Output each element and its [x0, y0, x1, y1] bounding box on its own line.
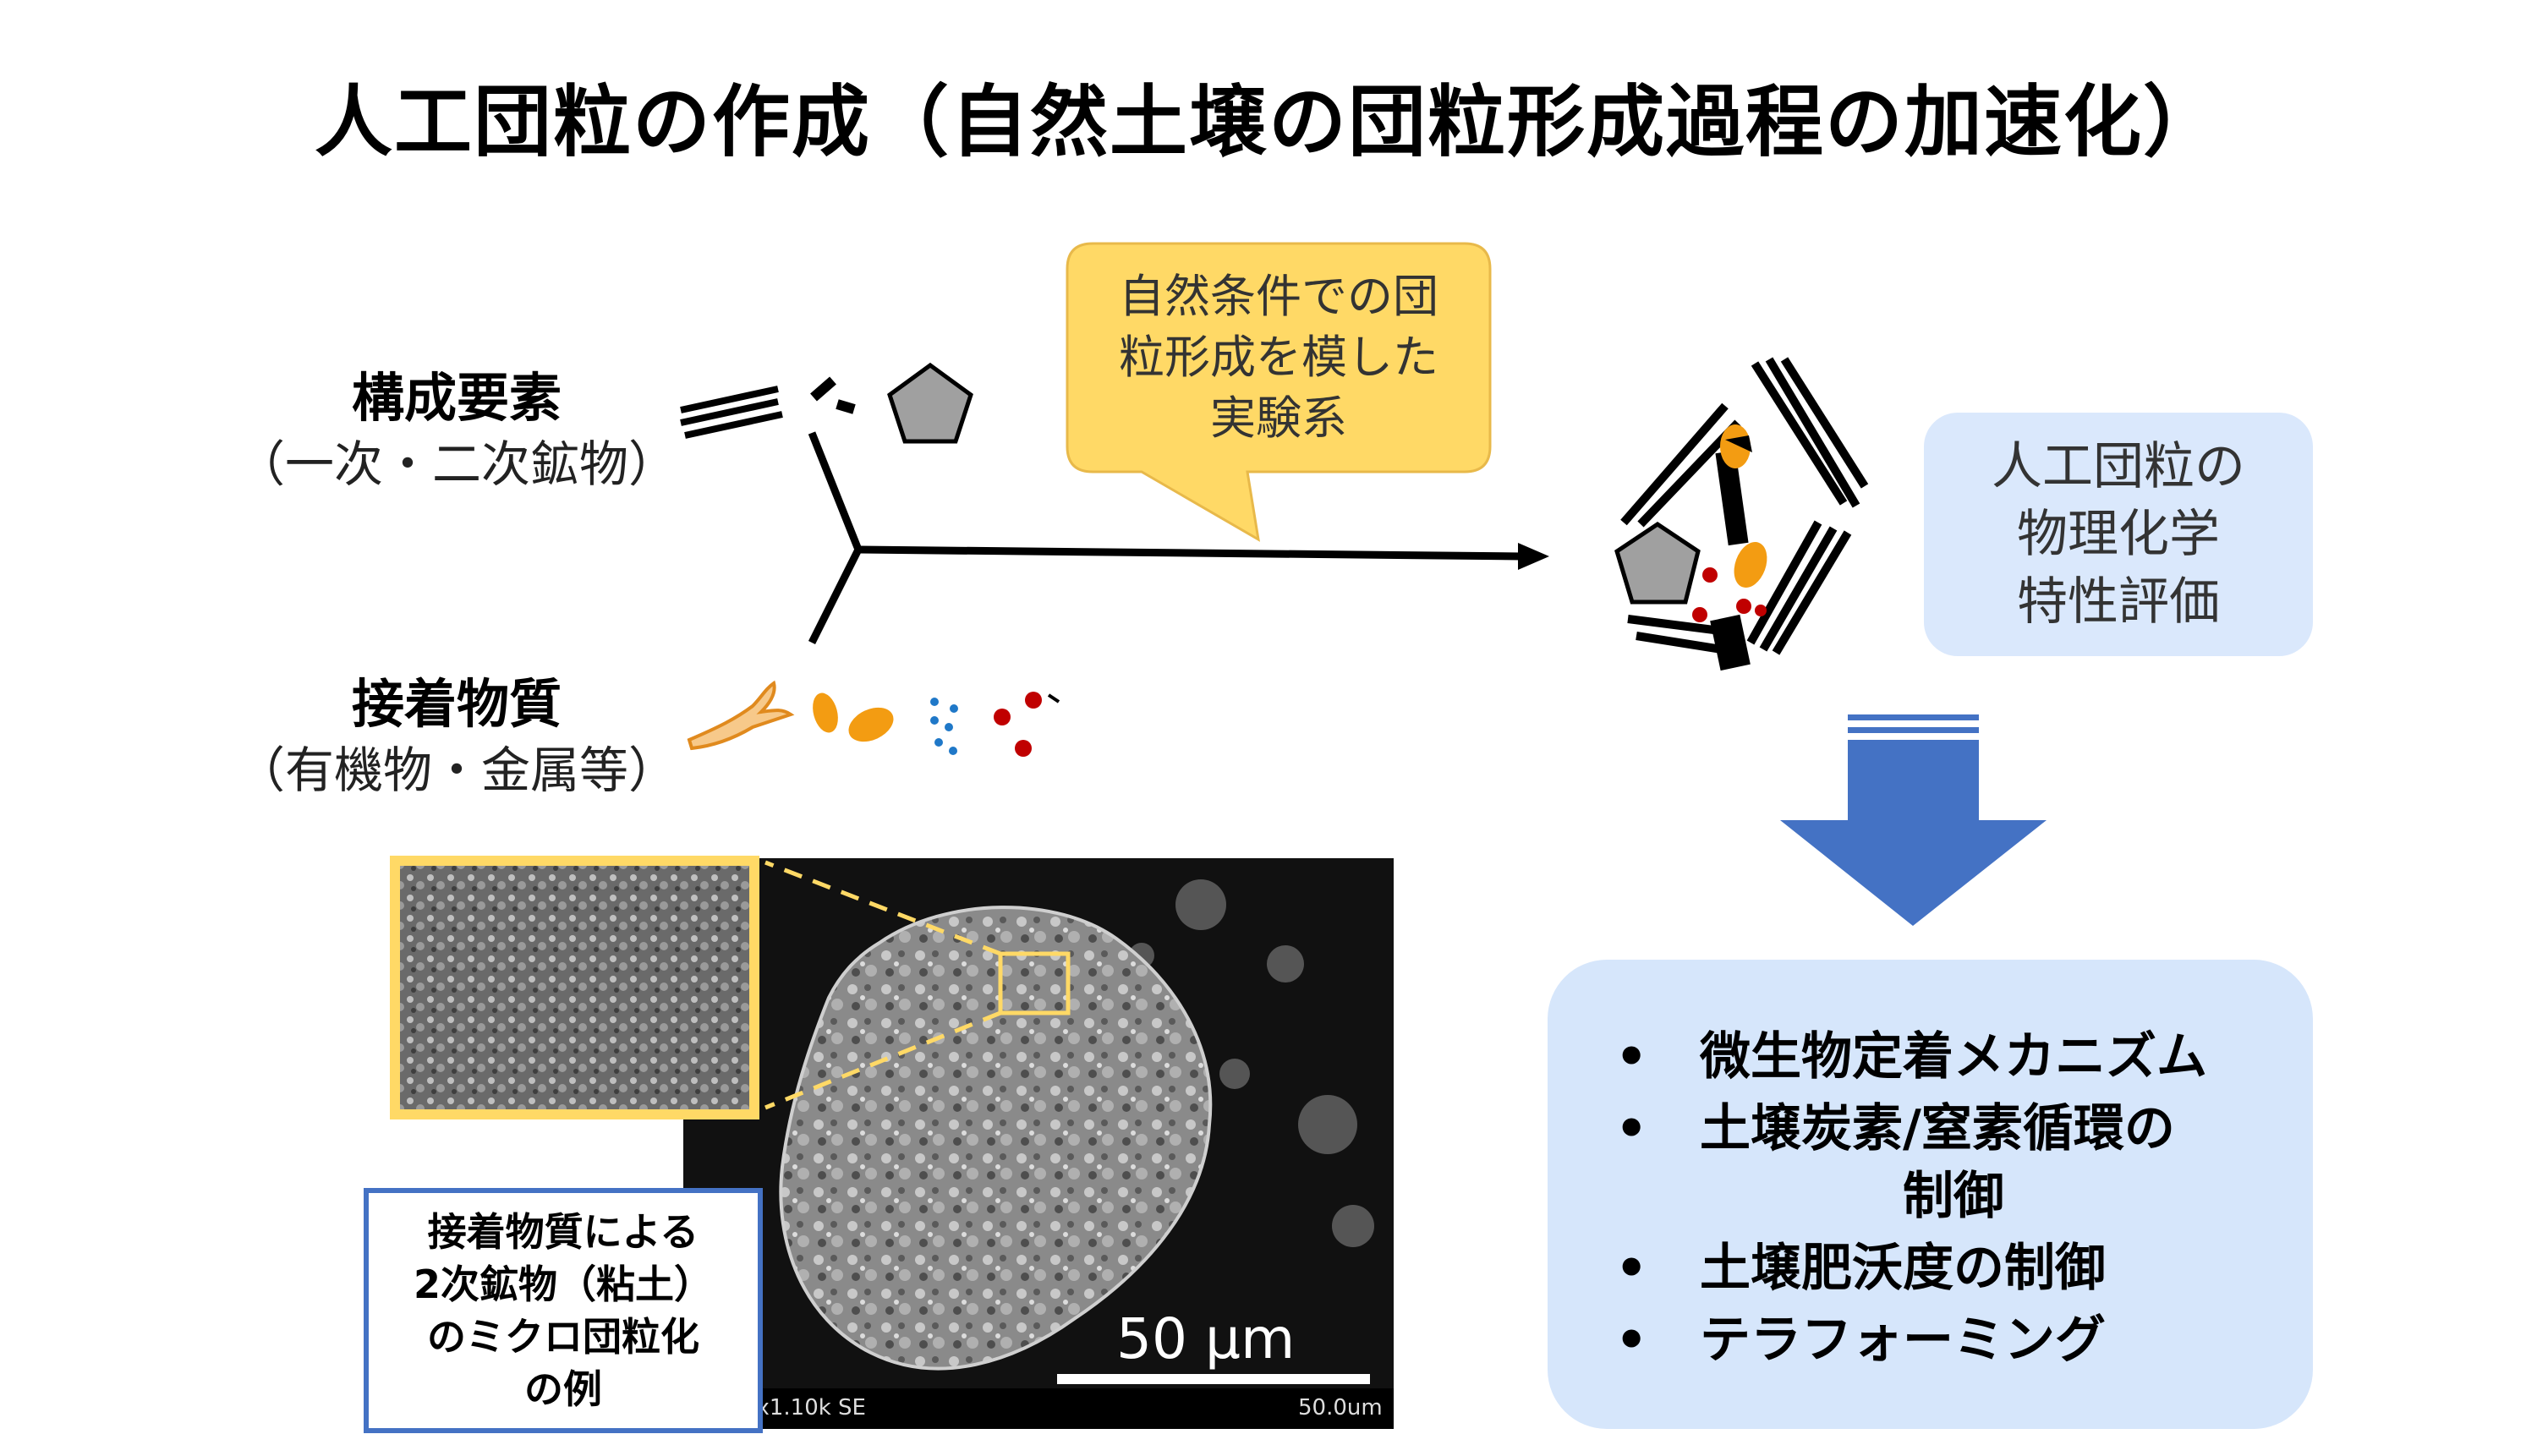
evaluation-line: 特性評価: [2017, 572, 2220, 632]
process-arrow: [858, 545, 1523, 561]
process-arrowhead: [1518, 543, 1549, 570]
evaluation-box: 人工団粒の 物理化学 特性評価: [1924, 413, 2313, 656]
sem-micrograph: [683, 858, 1394, 1429]
components-label: 構成要素: [351, 367, 562, 429]
evaluation-line: 物理化学: [2017, 505, 2220, 564]
bullet-icon: •: [1615, 1311, 1648, 1370]
bubble-line: 実験系: [1210, 391, 1347, 445]
scale-bar-label: 50 μm: [1116, 1306, 1296, 1371]
bullet-icon: •: [1615, 1239, 1648, 1298]
orange-blob-icon: [848, 707, 894, 742]
mineral-sheets-icon: [680, 386, 783, 439]
sem-zoom-inset: [390, 856, 759, 1119]
applications-box: • 微生物定着メカニズム • 土壌炭素/窒素循環の 制御 • 土壌肥沃度の制御 …: [1548, 960, 2313, 1429]
binders-label: 接着物質: [351, 673, 562, 735]
merge-line-bottom: [808, 547, 863, 645]
merge-line-top: [808, 431, 863, 551]
bubble-line: 自然条件での団: [1119, 270, 1438, 323]
orange-blob-icon: [813, 692, 838, 733]
page-title: 人工団粒の作成（自然土壌の団粒形成過程の加速化）: [314, 77, 2222, 167]
mineral-fragment-icon: [810, 376, 856, 414]
caption-line: 2次鉱物（粘土）: [413, 1262, 713, 1307]
speech-bubble: [1066, 242, 1492, 542]
organic-root-icon: [687, 680, 795, 751]
red-metal-particles-icon: [994, 692, 1060, 757]
evaluation-line: 人工団粒の: [1992, 437, 2245, 496]
pentagon-mineral-icon: [887, 362, 973, 444]
down-arrow-icon: [1780, 714, 2047, 926]
application-item-continued: 制御: [1903, 1167, 2004, 1226]
bubble-text: 自然条件での団 粒形成を模した 実験系: [1067, 266, 1490, 449]
caption-line: のミクロ団粒化: [426, 1314, 699, 1360]
binders-sublabel: （有機物・金属等）: [235, 742, 677, 799]
artificial-aggregate-icon: [1614, 357, 1869, 671]
sem-footer-right: 50.0um: [1298, 1395, 1383, 1420]
blue-particles-icon: [930, 698, 958, 755]
bullet-icon: •: [1615, 1099, 1648, 1158]
caption-line: の例: [523, 1366, 602, 1412]
bubble-line: 粒形成を模した: [1119, 331, 1438, 384]
components-sublabel: （一次・二次鉱物）: [235, 435, 677, 493]
caption-box: 接着物質による 2次鉱物（粘土） のミクロ団粒化 の例: [364, 1188, 763, 1433]
bullet-icon: •: [1615, 1027, 1648, 1087]
caption-line: 接着物質による: [427, 1209, 699, 1255]
